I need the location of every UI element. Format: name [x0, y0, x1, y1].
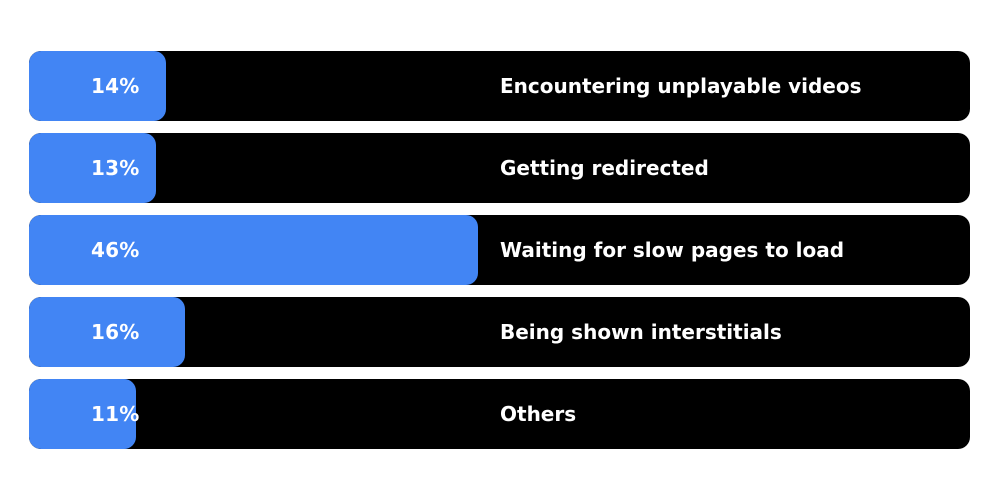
bar-fill [29, 297, 185, 367]
bar-row: 14% Encountering unplayable videos [29, 51, 970, 121]
bar-value-label: 46% [91, 238, 140, 262]
bar-category-label: Others [500, 402, 577, 426]
bar-value-label: 16% [91, 320, 140, 344]
bar-row: 13% Getting redirected [29, 133, 970, 203]
bar-value-label: 11% [91, 402, 140, 426]
bar-value-label: 14% [91, 74, 140, 98]
bar-category-label: Encountering unplayable videos [500, 74, 862, 98]
bar-fill [29, 133, 156, 203]
bar-fill [29, 215, 478, 285]
bar-row: 16% Being shown interstitials [29, 297, 970, 367]
bar-value-label: 13% [91, 156, 140, 180]
bar-fill [29, 51, 166, 121]
bar-category-label: Getting redirected [500, 156, 709, 180]
bar-row: 46% Waiting for slow pages to load [29, 215, 970, 285]
bar-category-label: Waiting for slow pages to load [500, 238, 845, 262]
bar-category-label: Being shown interstitials [500, 320, 782, 344]
bar-fill [29, 379, 136, 449]
bar-row: 11% Others [29, 379, 970, 449]
